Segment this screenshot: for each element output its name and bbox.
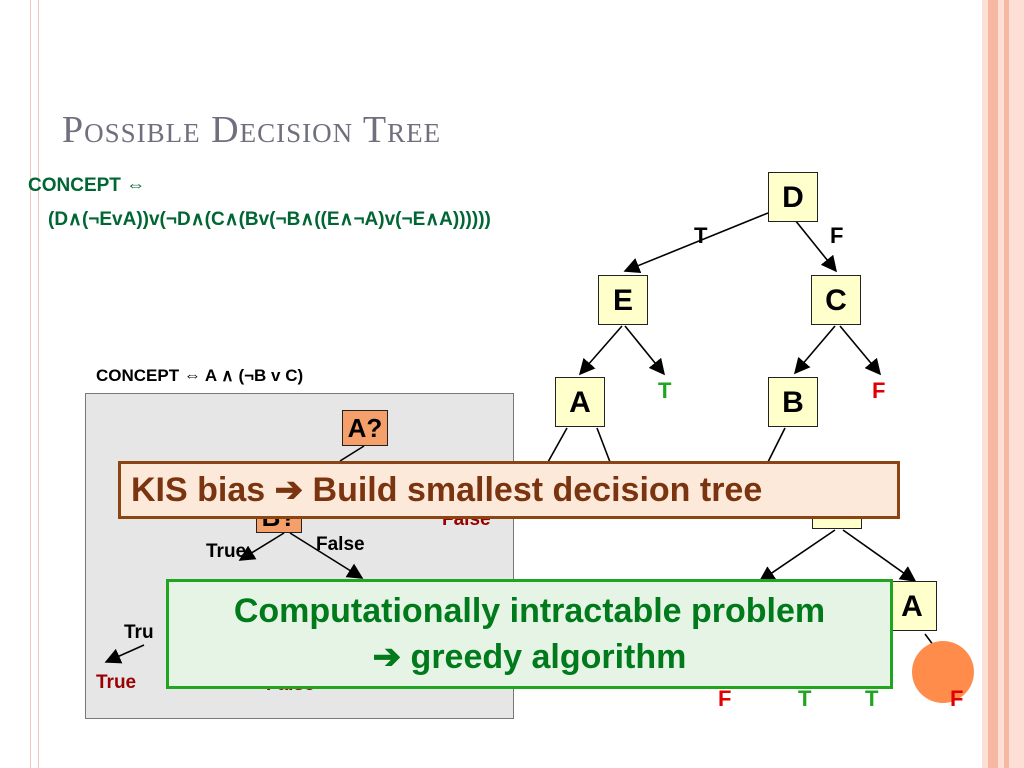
- leaf-e-true: T: [658, 378, 672, 403]
- edge-label-false: F: [830, 223, 844, 248]
- leaf-bottom-2: T: [798, 686, 812, 711]
- concept-formula: (D∧(¬EvA))v(¬D∧(C∧(Bv(¬B∧((E∧¬A)v(¬E∧A))…: [48, 209, 491, 230]
- slide-frame-left: [0, 0, 39, 768]
- callout-line-1: Computationally intractable problem: [233, 592, 826, 630]
- small-leaf-true: True: [96, 672, 137, 693]
- tree-node-c: C: [811, 275, 861, 325]
- tree-node-e: E: [598, 275, 648, 325]
- leaf-bottom-1: F: [718, 686, 732, 711]
- slide-title: Possible Decision Tree: [62, 109, 442, 151]
- kis-bias-callout: KIS bias ➔ Build smallest decision tree: [118, 461, 900, 519]
- small-label-false: False: [316, 534, 365, 555]
- small-label-true: True: [206, 541, 247, 562]
- tree-node-a-left: A: [555, 377, 605, 427]
- slide-frame-right: [982, 0, 1024, 768]
- tree-node-a-right: A: [887, 581, 937, 631]
- concept-label: CONCEPT ⇔: [28, 175, 146, 196]
- edge-label-true: T: [694, 223, 708, 248]
- small-node-a: A?: [342, 410, 388, 446]
- tree-node-b: B: [768, 377, 818, 427]
- intractable-callout: Computationally intractable problem ➔ gr…: [166, 579, 893, 689]
- highlight-circle: [912, 641, 974, 703]
- small-concept-label: CONCEPT ⇔ A ∧ (¬B v C): [96, 366, 304, 385]
- leaf-bottom-3: T: [865, 686, 879, 711]
- callout-line-2: ➔ greedy algorithm: [372, 638, 687, 676]
- tree-node-d: D: [768, 172, 818, 222]
- small-label-true-left: Tru: [124, 622, 154, 643]
- leaf-bottom-4: F: [950, 686, 964, 711]
- leaf-c-false: F: [872, 378, 886, 403]
